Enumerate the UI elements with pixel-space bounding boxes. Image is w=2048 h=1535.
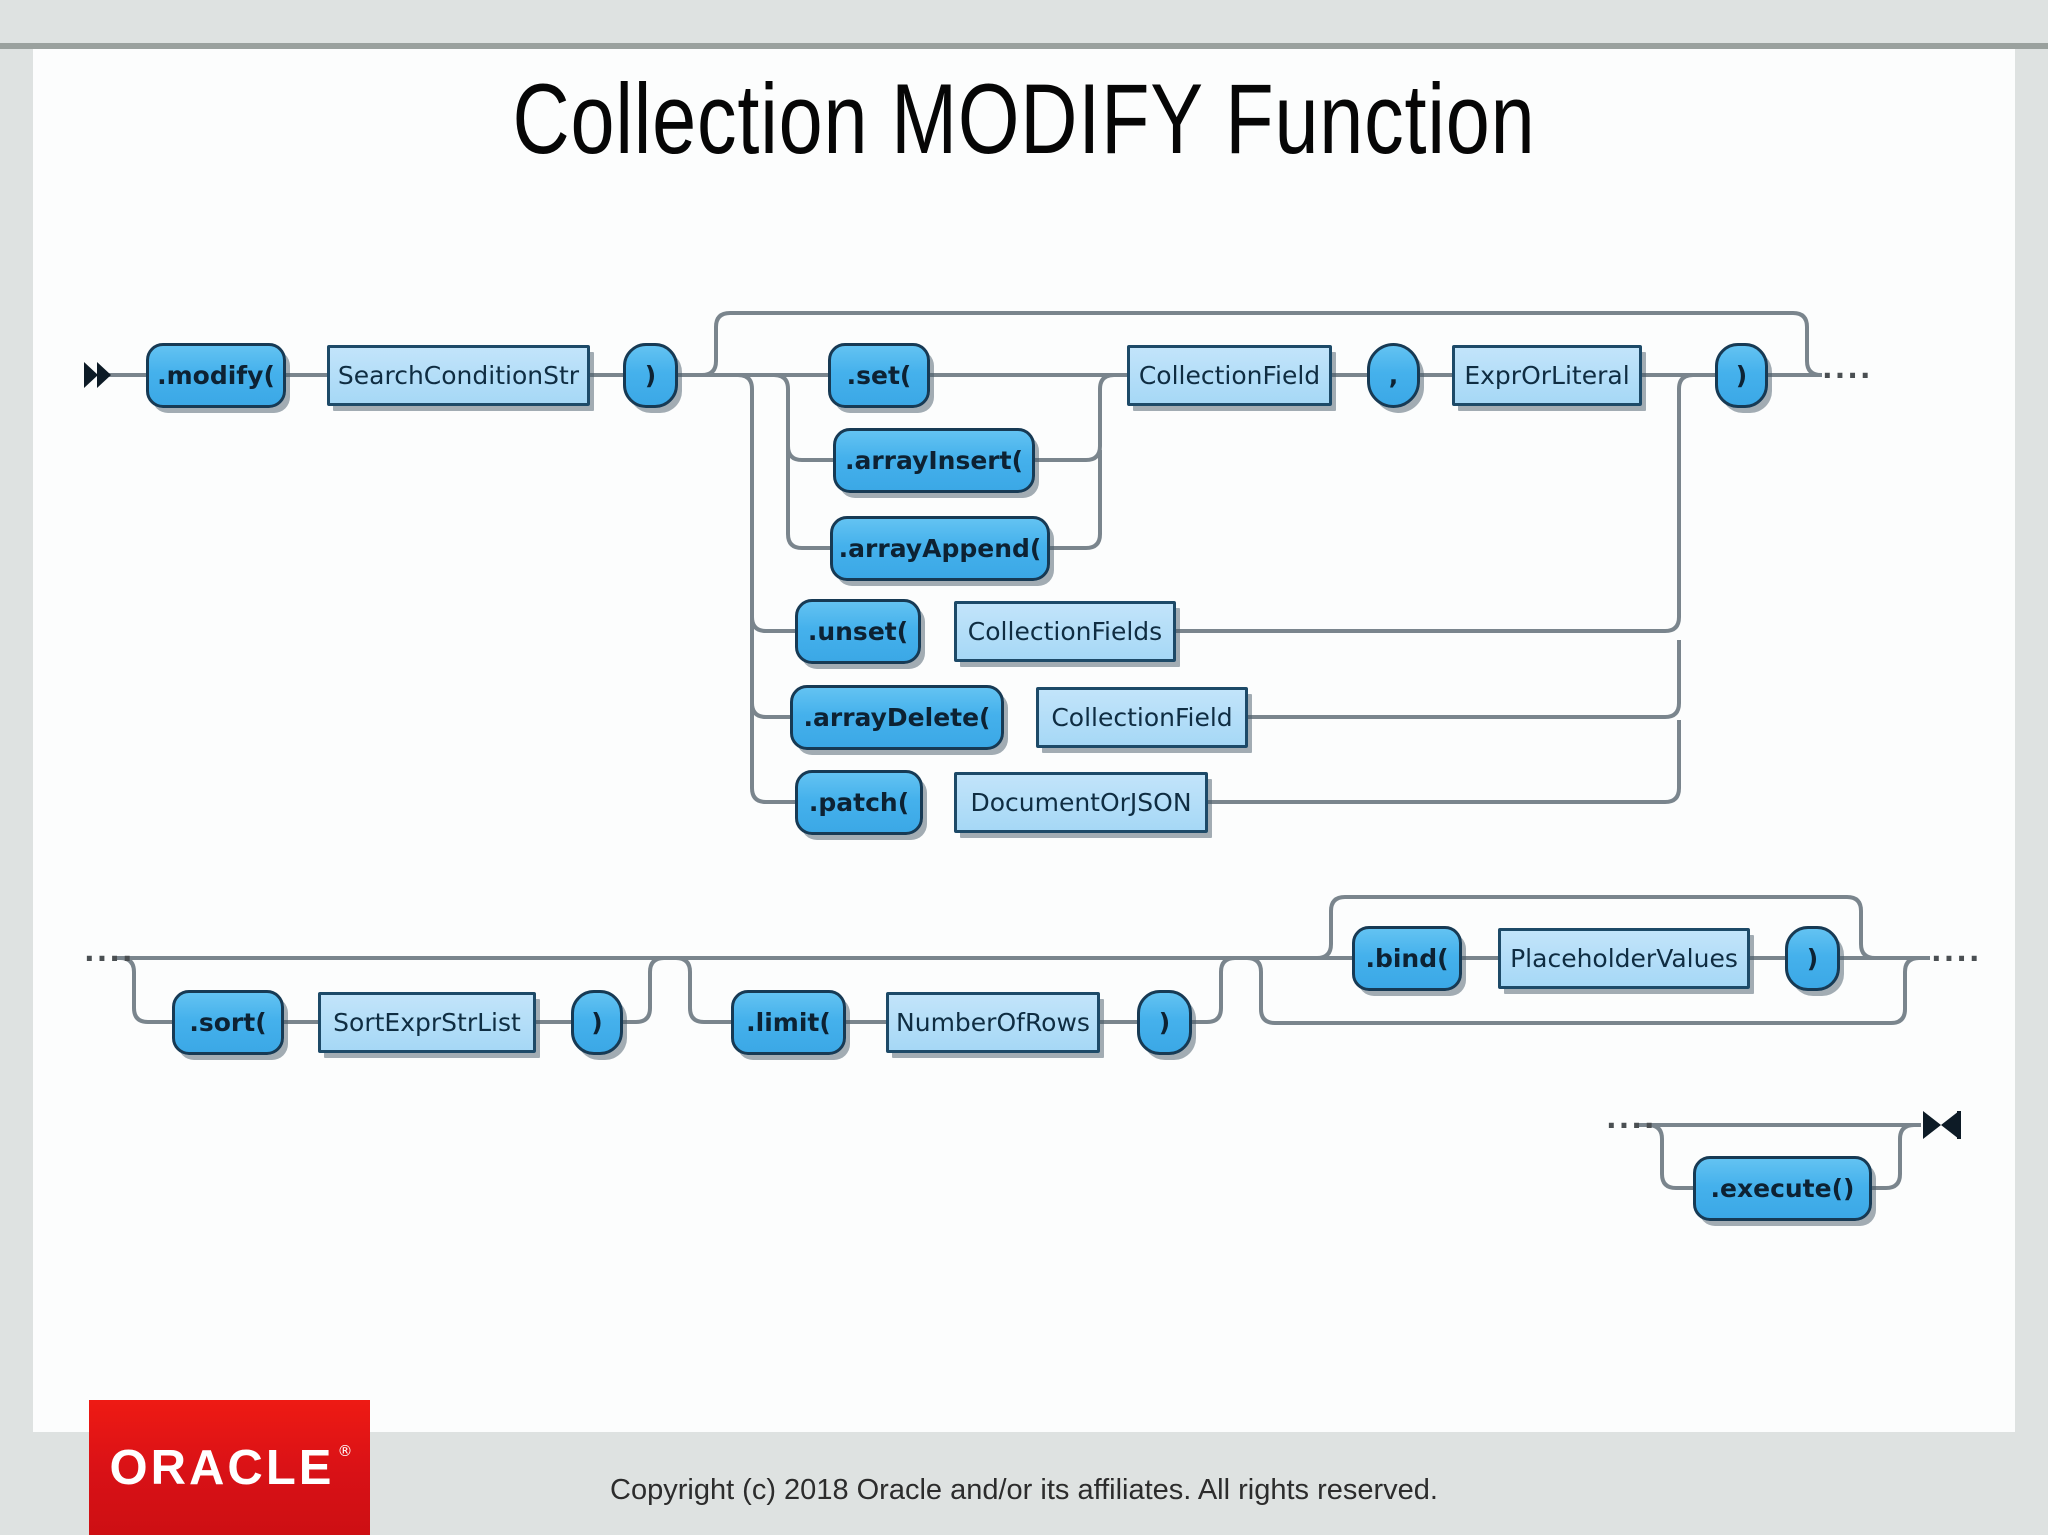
row2-continuation-dots: ····	[1931, 942, 1982, 975]
array-delete-keyword-box: .arrayDelete(	[790, 685, 1004, 750]
collection-field-2-box: CollectionField	[1036, 687, 1248, 748]
bind-keyword-box: .bind(	[1352, 926, 1462, 991]
oracle-logo-text: ORACLE	[109, 1440, 335, 1495]
sort-keyword-box: .sort(	[172, 990, 284, 1055]
unset-keyword-box: .unset(	[795, 599, 921, 664]
sort-expr-str-list-box: SortExprStrList	[318, 992, 536, 1053]
set-keyword-box: .set(	[828, 343, 930, 408]
expr-or-literal-box: ExprOrLiteral	[1452, 345, 1642, 406]
limit-keyword-box: .limit(	[731, 990, 846, 1055]
slide-background	[33, 48, 2015, 1432]
close-paren-4-box: )	[1137, 990, 1192, 1055]
copyright-text: Copyright (c) 2018 Oracle and/or its aff…	[610, 1474, 1438, 1506]
number-of-rows-box: NumberOfRows	[886, 992, 1100, 1053]
placeholder-values-box: PlaceholderValues	[1498, 928, 1750, 989]
close-paren-2-box: )	[1715, 343, 1768, 408]
array-insert-keyword-box: .arrayInsert(	[833, 428, 1035, 493]
modify-keyword-box: .modify(	[146, 343, 286, 408]
patch-keyword-box: .patch(	[795, 770, 923, 835]
close-paren-3-box: )	[571, 990, 623, 1055]
search-condition-box: SearchConditionStr	[327, 345, 590, 406]
row3-start-dots: ····	[1606, 1109, 1657, 1142]
close-paren-5-box: )	[1785, 926, 1840, 991]
comma-separator-box: ,	[1367, 343, 1420, 408]
top-divider-strip	[0, 43, 2048, 49]
collection-field-box: CollectionField	[1127, 345, 1332, 406]
oracle-logo-registered-mark: ®	[337, 1441, 353, 1460]
execute-keyword-box: .execute()	[1693, 1156, 1872, 1221]
close-paren-1-box: )	[623, 343, 678, 408]
array-append-keyword-box: .arrayAppend(	[830, 516, 1050, 581]
row2-start-dots: ····	[84, 942, 135, 975]
oracle-logo: ORACLE ®	[89, 1400, 370, 1535]
row1-continuation-dots: ····	[1822, 359, 1873, 392]
collection-fields-box: CollectionFields	[954, 601, 1176, 662]
document-or-json-box: DocumentOrJSON	[954, 772, 1208, 833]
page-title: Collection MODIFY Function	[512, 63, 1536, 174]
